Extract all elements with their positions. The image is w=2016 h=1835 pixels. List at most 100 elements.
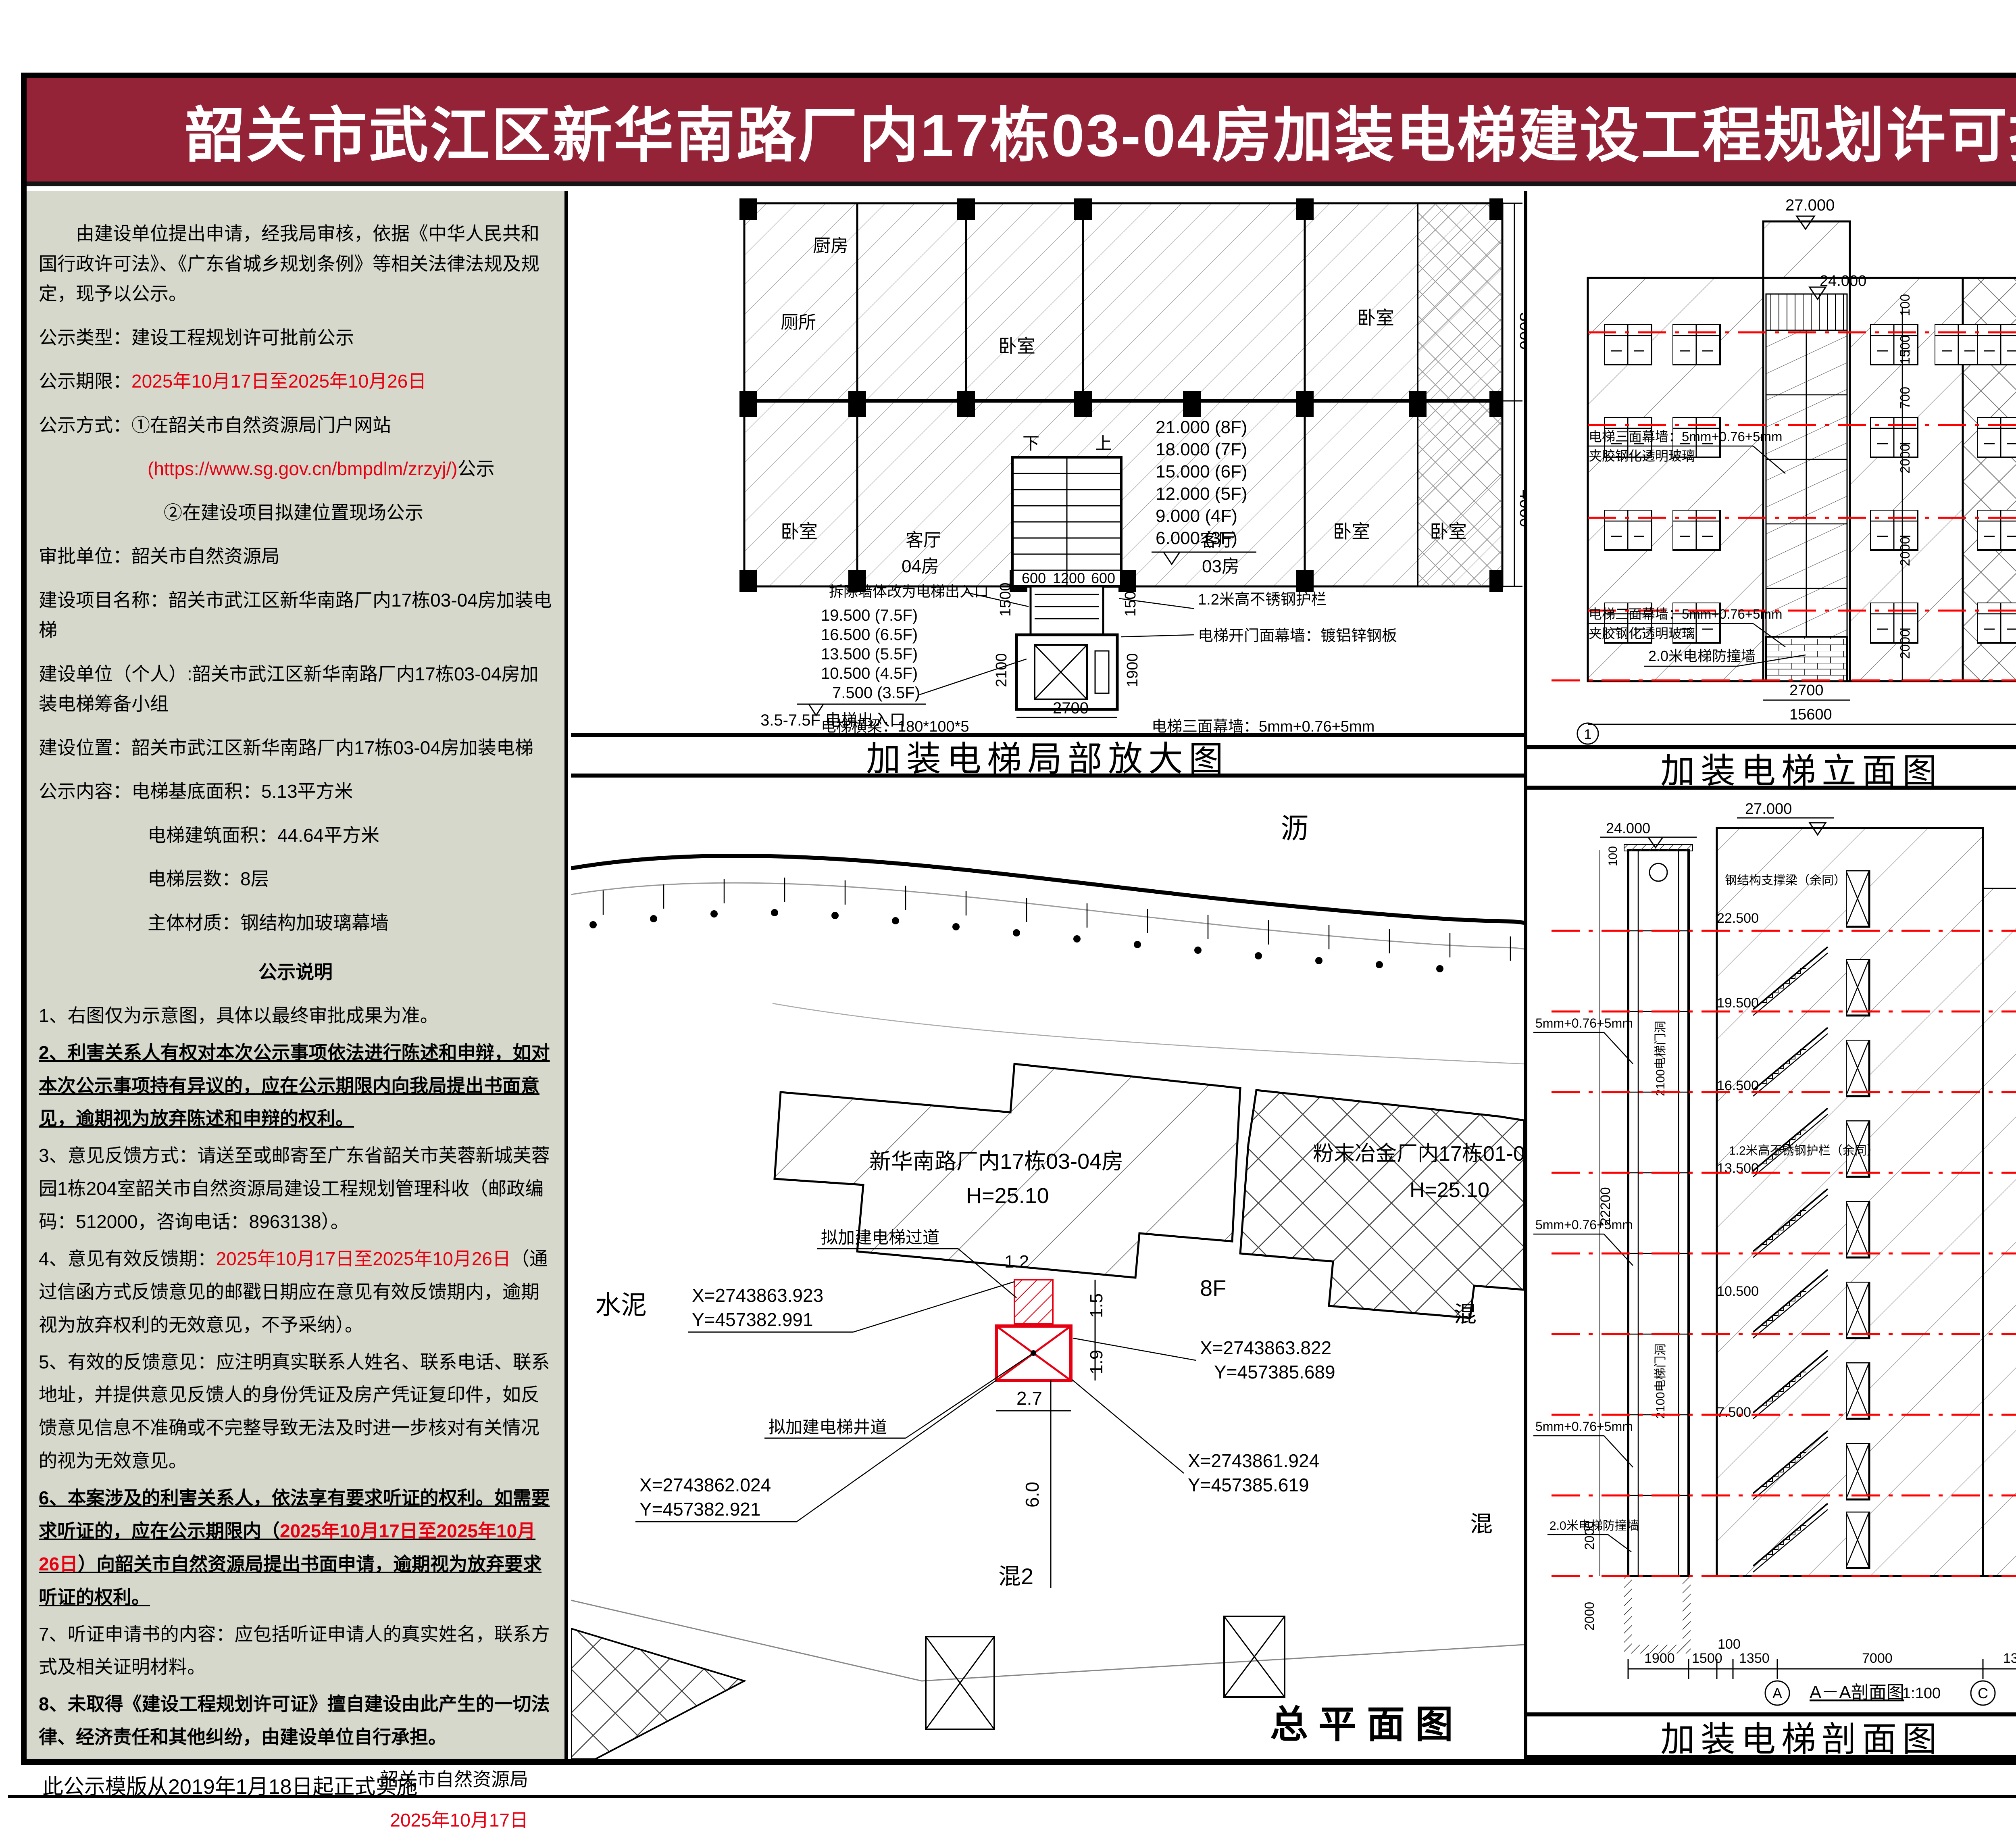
site-dim-1-9: 1.9 — [1087, 1350, 1106, 1374]
svg-text:7.500: 7.500 — [1717, 1405, 1751, 1420]
sect-dim-22200: 22200 — [1598, 1187, 1613, 1225]
site-ground-concrete1: 混 — [1454, 1301, 1477, 1327]
notice-url[interactable]: (https://www.sg.gov.cn/bmpdlm/zrzyj/) — [148, 458, 458, 480]
svg-text:X=2743863.822: X=2743863.822 — [1200, 1337, 1331, 1358]
site-dim-6-0: 6.0 — [1022, 1482, 1043, 1508]
svg-text:10.500 (4.5F): 10.500 (4.5F) — [821, 665, 918, 682]
sect-beam-note: 钢结构支撑梁（余同） — [1725, 874, 1846, 887]
sect-curtain-3: 5mm+0.76+5mm — [1535, 1419, 1633, 1434]
sect-door-note-2: 2100电梯门洞 — [1654, 1343, 1667, 1419]
plan-curtain-note: 电梯三面幕墙：5mm+0.76+5mm — [1152, 718, 1375, 733]
content-line1: 公示内容：电梯基底面积：5.13平方米 — [39, 781, 353, 802]
project-name: 建设项目名称：韶关市武江区新华南路厂内17栋03-04房加装电梯 — [39, 589, 552, 641]
floor-plan-drawing: 厕所 厨房 卧室 卧室 卧室 卧室 卧室 客厅 04房 客厅 03房 下 上 2… — [571, 191, 1535, 735]
stair-down-label: 下 — [1023, 434, 1039, 453]
sect-curtain-2: 5mm+0.76+5mm — [1535, 1218, 1633, 1232]
sect-pit-dim1: 2000 — [1582, 1521, 1597, 1550]
middle-column: 厕所 厨房 卧室 卧室 卧室 卧室 卧室 客厅 04房 客厅 03房 下 上 2… — [570, 191, 1558, 1760]
note-6: 6、本案涉及的利害关系人，依法享有要求听证的权利。如需要求听证的，应在公示期限内… — [39, 1482, 552, 1614]
svg-text:9.000 (4F): 9.000 (4F) — [1156, 506, 1237, 526]
room-bedroom-4: 卧室 — [1333, 521, 1370, 542]
note-2: 2、利害关系人有权对本次公示事项依法进行陈述和申辩，如对本次公示事项持有异议的，… — [39, 1042, 550, 1129]
notice-method2: ②在建设项目拟建位置现场公示 — [164, 502, 423, 523]
room-living03: 客厅 — [1200, 530, 1235, 550]
elev-level-24: 24.000 — [1820, 273, 1866, 290]
note-6-b: ）向韶关市自然资源局提出书面申请，逾期视为放弃要求听证的权利。 — [39, 1553, 542, 1608]
site-bldg1-name: 新华南路厂内17栋03-04房 — [869, 1149, 1123, 1174]
site-passage-label: 拟加建电梯过道 — [821, 1228, 939, 1247]
dim-3000: 3000 — [1516, 312, 1524, 350]
room-toilet: 厕所 — [781, 313, 816, 332]
note-8: 8、未取得《建设工程规划许可证》擅自建设由此产生的一切法律、经济责任和其他纠纷，… — [39, 1693, 550, 1748]
note-4-rest: （通过信函方式反馈意见的邮戳日期应在意见有效反馈期内，逾期视为放弃权利的无效意见… — [39, 1248, 548, 1335]
note-5: 5、有效的反馈意见：应注明真实联系人姓名、联系电话、联系地址，并提供意见反馈人的… — [39, 1351, 550, 1472]
approver: 审批单位：韶关市自然资源局 — [39, 546, 280, 567]
svg-text:Y=457382.921: Y=457382.921 — [639, 1499, 761, 1520]
plan-beam-note: 电梯横梁：180*100*5 — [821, 718, 969, 733]
plan-rail-note: 1.2米高不锈钢护栏 — [1198, 591, 1327, 608]
sect-rail-note: 1.2米高不锈钢护栏（余同） — [1729, 1144, 1879, 1157]
elev-level-27: 27.000 — [1785, 196, 1835, 214]
elev-dim-700: 700 — [1897, 387, 1912, 409]
sect-door-note-1: 2100电梯门洞 — [1654, 1021, 1667, 1096]
sect-crashwall: 2.0米电梯防撞墙 — [1549, 1519, 1639, 1533]
notice-period: 公示期限：2025年10月17日至2025年10月26日 — [39, 366, 552, 396]
room-bedroom-3: 卧室 — [781, 521, 818, 542]
svg-text:10.500: 10.500 — [1717, 1284, 1759, 1299]
intro-paragraph: 由建设单位提出申请，经我局审核，依据《中华人民共和国行政许可法》、《广东省城乡规… — [39, 223, 539, 304]
sect-dim-100: 100 — [1606, 846, 1620, 866]
svg-text:Y=457382.991: Y=457382.991 — [692, 1309, 813, 1330]
plan-half-level-list: 19.500 (7.5F) 16.500 (6.5F) 13.500 (5.5F… — [821, 607, 920, 702]
svg-text:1900: 1900 — [1644, 1651, 1675, 1666]
notice-url-line: (https://www.sg.gov.cn/bmpdlm/zrzyj/)公示 — [39, 454, 552, 484]
elevation-title-band: 加装电梯立面图 — [1527, 745, 2016, 790]
svg-text:13.500 (5.5F): 13.500 (5.5F) — [821, 645, 918, 663]
site-bldg1-height: H=25.10 — [966, 1184, 1049, 1208]
svg-text:Y=457385.689: Y=457385.689 — [1214, 1362, 1335, 1383]
sect-mid-levels: 22.500 19.500 16.500 13.500 10.500 7.500 — [1717, 911, 1759, 1420]
sect-subtitle: A－A剖面图 — [1810, 1683, 1904, 1702]
site-8f-label: 8F — [1200, 1275, 1226, 1301]
dim-4000: 4000 — [1516, 490, 1524, 527]
note-4: 4、意见有效反馈期：2025年10月17日至2025年10月26日（通过信函方式… — [39, 1243, 552, 1342]
svg-text:6.000 (3F): 6.000 (3F) — [1156, 528, 1237, 548]
dim-1200: 1200 — [1053, 570, 1085, 586]
notice-method: 公示方式：①在韶关市自然资源局门户网站 — [39, 414, 391, 436]
sign-org: 韶关市自然资源局 — [380, 1769, 528, 1790]
elev-dim-15600: 15600 — [1789, 706, 1832, 723]
content-line3: 电梯层数：8层 — [148, 868, 269, 890]
elev-dim-2700: 2700 — [1789, 682, 1824, 699]
svg-text:16.500: 16.500 — [1717, 1078, 1759, 1093]
left-info-panel: 由建设单位提出申请，经我局审核，依据《中华人民共和国行政许可法》、《广东省城乡规… — [27, 191, 568, 1831]
elev-curtain1-l1: 电梯三面幕墙：5mm+0.76+5mm — [1589, 429, 1782, 444]
sect-curtain-1: 5mm+0.76+5mm — [1535, 1016, 1633, 1030]
sect-pit-dim2: 2000 — [1582, 1602, 1597, 1631]
dim-1900: 1900 — [1124, 653, 1141, 687]
notice-period-value: 2025年10月17日至2025年10月26日 — [131, 371, 427, 392]
site-ground-concrete3: 混 — [1470, 1511, 1493, 1537]
notice-url-suffix: 公示 — [457, 458, 495, 480]
plan-level-list: 21.000 (8F) 18.000 (7F) 15.000 (6F) 12.0… — [1156, 417, 1247, 548]
svg-text:X=2743862.024: X=2743862.024 — [639, 1474, 771, 1495]
note-6-date: 2025年10月17日至2025年10月26日 — [39, 1520, 536, 1574]
plan-demolish-note: 拆除墙体改为电梯出入口 — [829, 583, 989, 600]
elev-dim-2000c: 2000 — [1897, 630, 1912, 659]
svg-text:X=2743863.923: X=2743863.923 — [692, 1285, 823, 1306]
svg-text:Y=457385.619: Y=457385.619 — [1188, 1474, 1309, 1495]
note-7: 7、听证申请书的内容：应包括听证申请人的真实姓名，联系方式及相关证明材料。 — [39, 1623, 550, 1678]
elev-dim-100: 100 — [1897, 294, 1912, 316]
notice-type: 公示类型：建设工程规划许可批前公示 — [39, 327, 354, 348]
site-shaft-label: 拟加建电梯井道 — [768, 1418, 887, 1437]
svg-text:1350: 1350 — [2003, 1651, 2016, 1666]
svg-text:1350: 1350 — [1739, 1651, 1770, 1666]
site-bldg2-name: 粉末冶金厂内17栋01-02房 — [1313, 1142, 1524, 1166]
elev-curtain2-l1: 电梯三面幕墙：5mm+0.76+5mm — [1589, 607, 1782, 621]
elev-curtain1-l2: 夹胶钢化透明玻璃 — [1589, 448, 1695, 463]
site-dim-2-7: 2.7 — [1016, 1388, 1042, 1409]
room-living03-no: 03房 — [1202, 557, 1239, 576]
notes-heading: 公示说明 — [258, 961, 333, 983]
elev-crashwall-note: 2.0米电梯防撞墙 — [1648, 648, 1756, 664]
elevation-drawing: 27.000 24.000 — [1527, 191, 2016, 745]
content-line4: 主体材质：钢结构加玻璃幕墙 — [148, 912, 389, 933]
svg-text:18.000 (7F): 18.000 (7F) — [1156, 440, 1247, 459]
